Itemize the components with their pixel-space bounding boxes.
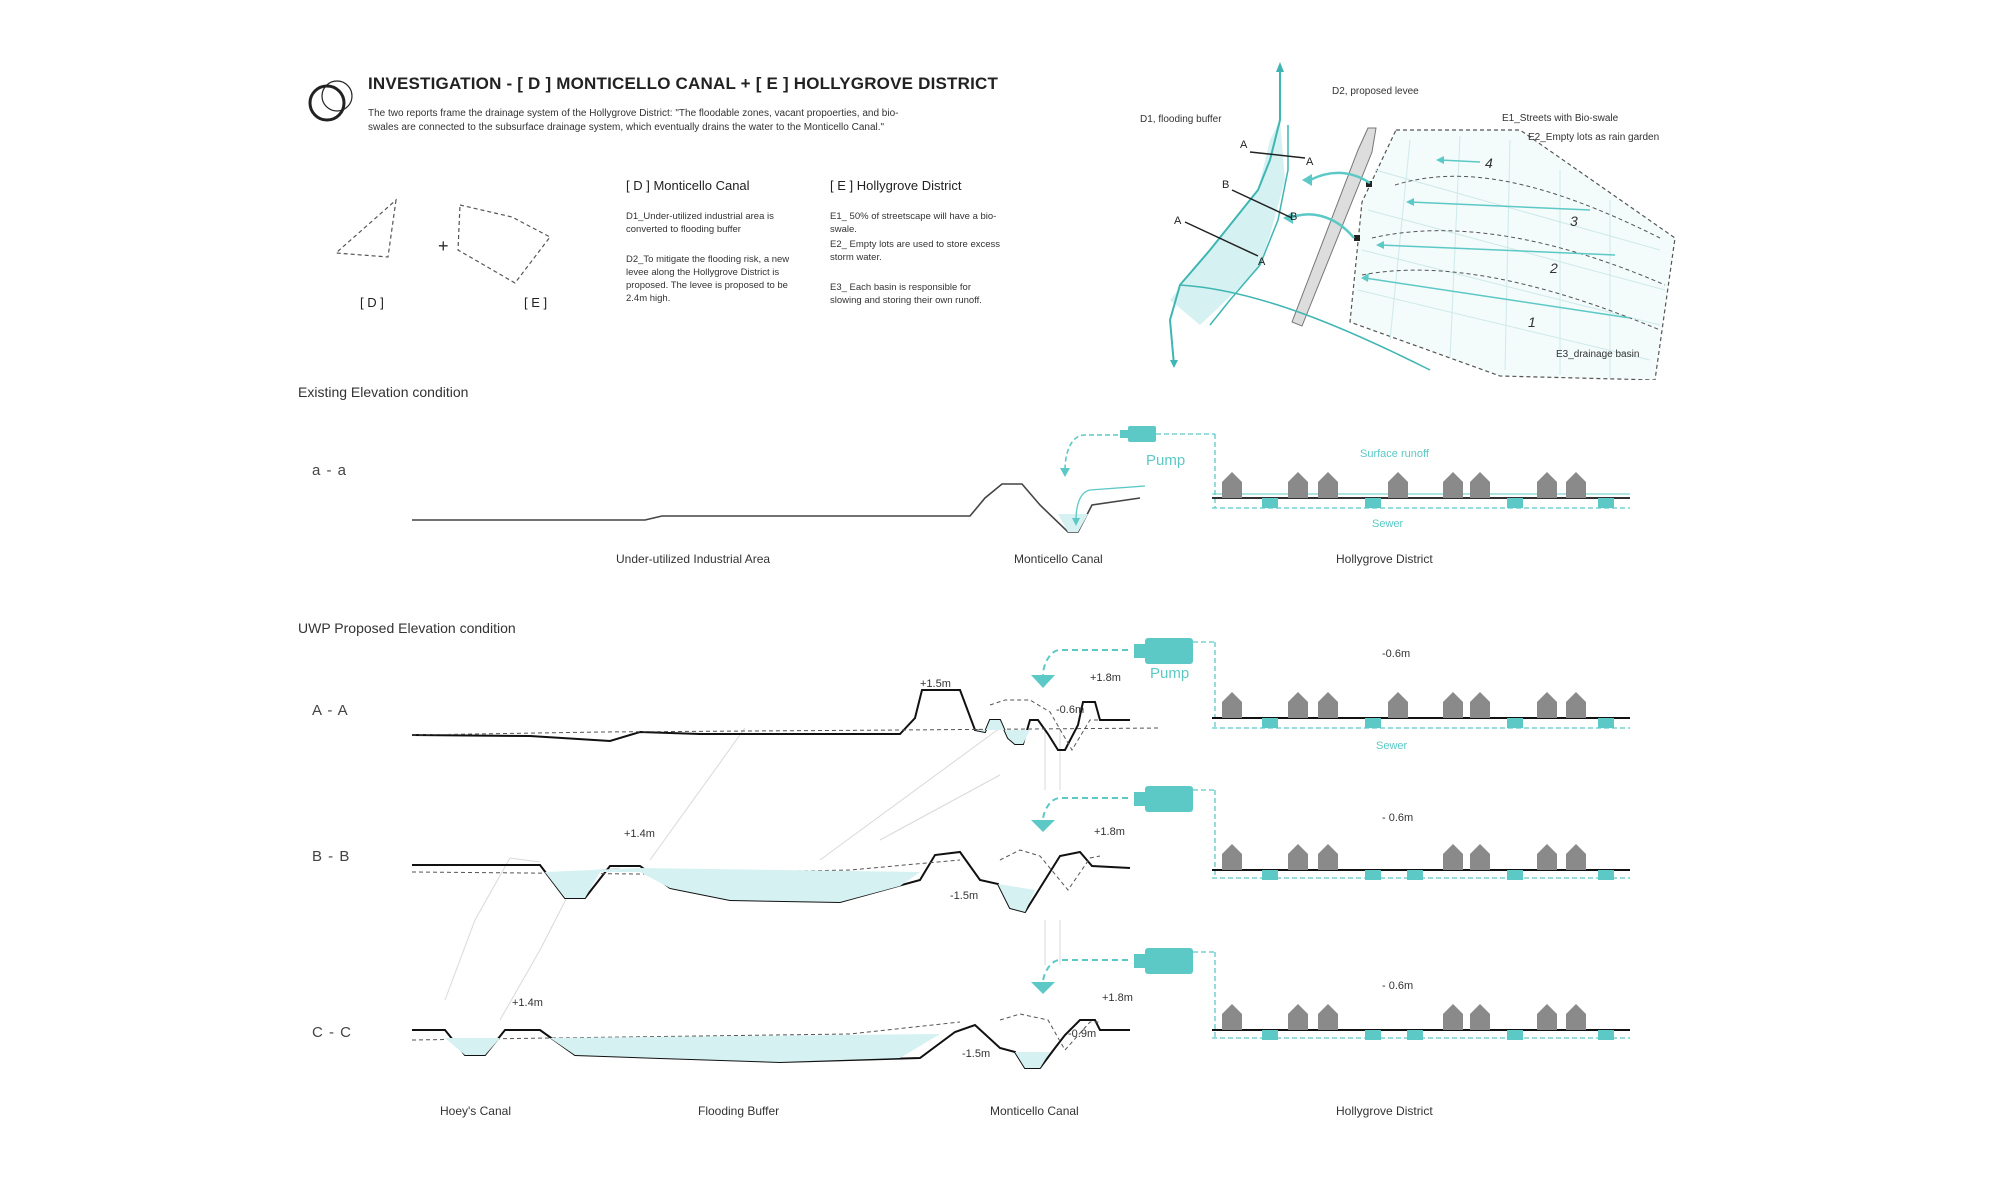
houses <box>1222 472 1586 498</box>
aa-levee-left: +1.5m <box>920 678 951 690</box>
existing-section-title: Existing Elevation condition <box>298 384 469 400</box>
row-bb-label: B - B <box>312 848 351 865</box>
bb-district-depth: - 0.6m <box>1382 812 1414 824</box>
cut-a-top-2: A <box>1306 156 1314 168</box>
pump-bb-icon <box>1145 786 1193 812</box>
district-outline <box>1349 129 1676 380</box>
zone-flooding-buffer: Flooding Buffer <box>698 1104 780 1118</box>
basin-3-label: 3 <box>1570 213 1578 229</box>
column-e-item-1: E1_ 50% of streetscape will have a bio-s… <box>830 211 997 235</box>
shape-d-label: [ D ] <box>360 295 384 310</box>
column-d-item-1: D1_Under-utilized industrial area is con… <box>626 211 774 235</box>
proposed-sewer-label: Sewer <box>1376 740 1408 752</box>
existing-ground-line <box>412 483 1141 533</box>
site-map: 4 3 2 1 A A B B A A <box>1168 62 1676 380</box>
monticello-canal-map <box>1168 70 1281 366</box>
row-cc-label: C - C <box>312 1024 352 1041</box>
aa-district-depth: -0.6m <box>1382 648 1411 660</box>
cut-b-right: B <box>1290 211 1297 223</box>
map-e2-label: E2_Empty lots as rain garden <box>1528 132 1660 143</box>
shape-e-outline <box>457 204 551 284</box>
existing-pump-label: Pump <box>1146 452 1186 469</box>
existing-zone-industrial: Under-utilized Industrial Area <box>616 552 771 566</box>
proposed-pump-label: Pump <box>1150 665 1190 682</box>
basin-2-label: 2 <box>1549 260 1558 276</box>
shape-d-outline <box>334 198 397 258</box>
column-d-heading: [ D ] Monticello Canal <box>626 178 750 193</box>
bb-canal-depth: -1.5m <box>950 890 979 902</box>
map-d2-label: D2, proposed levee <box>1332 86 1419 97</box>
cc-levee-right: +1.8m <box>1102 992 1133 1004</box>
cut-b-left: B <box>1222 179 1229 191</box>
proposed-section-title: UWP Proposed Elevation condition <box>298 620 516 636</box>
row-bb-ground <box>412 850 1131 914</box>
cc-district-depth: - 0.6m <box>1382 980 1414 992</box>
existing-row-label: a - a <box>312 462 348 479</box>
existing-zone-district: Hollygrove District <box>1336 552 1433 566</box>
cc-levee-left: +1.4m <box>512 997 543 1009</box>
proposed-sections <box>411 638 1630 1069</box>
shape-outlines <box>334 198 551 284</box>
bb-levee-left: +1.4m <box>624 828 655 840</box>
cut-a-right: A <box>1258 256 1266 268</box>
aa-canal-depth: -0.6m <box>1056 704 1085 716</box>
intro-text: The two reports frame the drainage syste… <box>368 108 899 133</box>
bb-levee-right: +1.8m <box>1094 826 1125 838</box>
shape-e-label: [ E ] <box>524 295 548 310</box>
pump-aa-icon <box>1145 638 1193 664</box>
basin-4-label: 4 <box>1485 155 1493 171</box>
pump-cc-icon <box>1145 948 1193 974</box>
cc-canal-depth-b: -0.9m <box>1068 1028 1097 1040</box>
existing-zone-canal: Monticello Canal <box>1014 552 1103 566</box>
proposed-levee <box>1291 127 1377 327</box>
surface-runoff-label: Surface runoff <box>1360 448 1429 460</box>
cut-a-left: A <box>1174 215 1182 227</box>
cc-canal-depth-a: -1.5m <box>962 1048 991 1060</box>
page-title: INVESTIGATION - [ D ] MONTICELLO CANAL +… <box>368 74 999 93</box>
map-e1-label: E1_Streets with Bio-swale <box>1502 113 1619 124</box>
aa-levee-right: +1.8m <box>1090 672 1121 684</box>
column-d-item-2: D2_To mitigate the flooding risk, a new … <box>626 254 790 304</box>
pump-icon <box>1128 426 1156 442</box>
map-e3-label: E3_drainage basin <box>1556 349 1640 360</box>
plus-sign: + <box>438 236 449 256</box>
cut-a-top: A <box>1240 139 1248 151</box>
column-e-item-3: E3_ Each basin is responsible for slowin… <box>830 282 982 306</box>
overlap-circles-icon <box>308 80 353 122</box>
column-e-heading: [ E ] Hollygrove District <box>830 178 962 193</box>
existing-sewer-label: Sewer <box>1372 518 1404 530</box>
existing-section <box>412 426 1630 533</box>
column-e-item-2: E2_ Empty lots are used to store excess … <box>830 239 1001 263</box>
basin-1-label: 1 <box>1528 314 1536 330</box>
zone-hoeys-canal: Hoey's Canal <box>440 1104 511 1118</box>
row-aa-label: A - A <box>312 702 349 719</box>
map-d1-label: D1, flooding buffer <box>1140 114 1222 125</box>
zone-monticello-canal: Monticello Canal <box>990 1104 1079 1118</box>
zone-hollygrove-district: Hollygrove District <box>1336 1104 1433 1118</box>
